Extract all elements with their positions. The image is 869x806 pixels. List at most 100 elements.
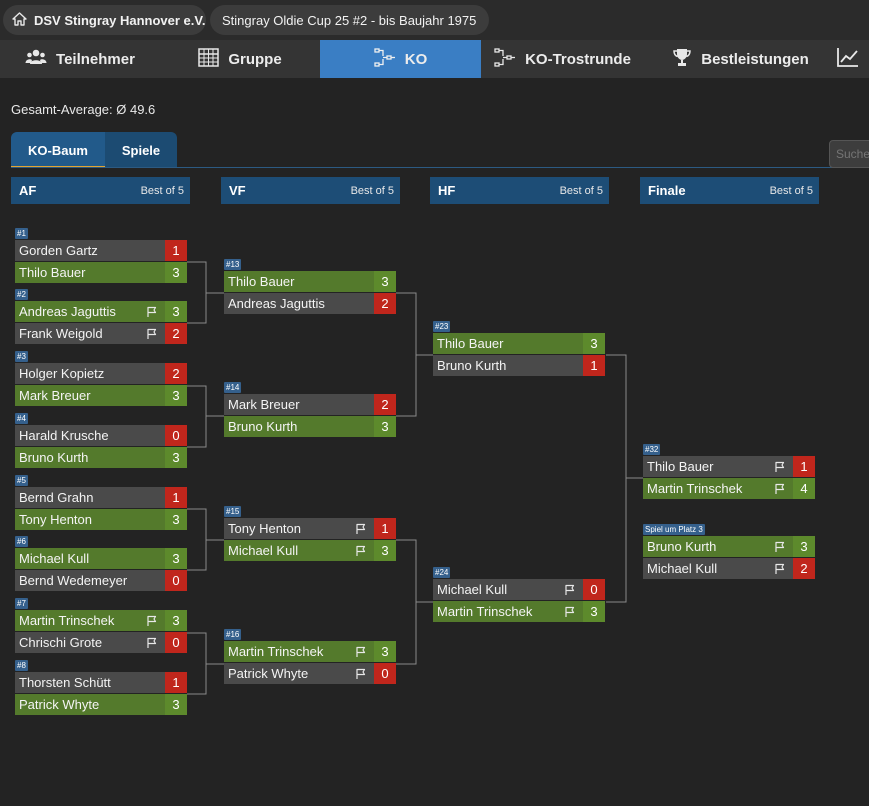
tab-teilnehmer[interactable]: Teilnehmer <box>0 40 160 78</box>
breadcrumb-club[interactable]: DSV Stingray Hannover e.V. <box>3 5 206 35</box>
flag-icon <box>774 483 788 495</box>
tab-ko-trostrunde[interactable]: KO-Trostrunde <box>481 40 644 78</box>
tab-bestleistungen[interactable]: Bestleistungen <box>644 40 837 78</box>
top-bar: DSV Stingray Hannover e.V. Stingray Oldi… <box>0 0 869 40</box>
breadcrumb-tournament[interactable]: Stingray Oldie Cup 25 #2 - bis Baujahr 1… <box>210 5 489 35</box>
tab-label: KO <box>404 50 428 68</box>
player-name: Andreas Jaguttis <box>19 304 116 319</box>
loser-row[interactable]: Chrischi Grote 0 <box>15 632 187 653</box>
round-header-vf: VF Best of 5 <box>221 177 400 204</box>
trophy-icon <box>672 47 701 71</box>
player-score: 3 <box>374 416 396 437</box>
round-format: Best of 5 <box>140 184 184 197</box>
tab-statistics[interactable] <box>837 40 869 78</box>
winner-row[interactable]: Thilo Bauer 3 <box>224 271 396 292</box>
flag-icon <box>564 584 578 596</box>
search-input[interactable] <box>829 140 869 168</box>
flag-icon <box>146 615 160 627</box>
match-number: #1 <box>15 228 28 239</box>
player-score: 1 <box>165 240 187 261</box>
player-name: Thilo Bauer <box>647 459 714 474</box>
match-number: #32 <box>643 444 661 455</box>
home-icon <box>12 11 27 29</box>
tab-label: Gruppe <box>228 50 282 68</box>
round-format: Best of 5 <box>769 184 813 197</box>
player-name: Thilo Bauer <box>228 274 295 289</box>
player-name: Andreas Jaguttis <box>228 296 325 311</box>
tab-ko[interactable]: KO <box>320 40 481 78</box>
tab-label: Bestleistungen <box>701 50 809 68</box>
tab-divider <box>11 167 869 168</box>
player-name: Martin Trinschek <box>19 613 115 628</box>
loser-row[interactable]: Gorden Gartz 1 <box>15 240 187 261</box>
player-score: 2 <box>374 293 396 314</box>
player-score: 2 <box>374 394 396 415</box>
player-score: 2 <box>165 323 187 344</box>
match-number: #2 <box>15 289 28 300</box>
tab-spiele[interactable]: Spiele <box>105 132 177 168</box>
player-name: Harald Krusche <box>19 428 109 443</box>
round-name: Finale <box>648 183 686 198</box>
player-name: Thilo Bauer <box>19 265 86 280</box>
player-name: Bruno Kurth <box>437 358 507 373</box>
match-number: Spiel um Platz 3 <box>643 524 705 535</box>
winner-row[interactable]: Andreas Jaguttis 3 <box>15 301 187 322</box>
flag-icon <box>146 637 160 649</box>
bracket-icon <box>374 47 405 71</box>
player-score: 0 <box>583 579 605 600</box>
chart-line-icon <box>837 47 868 71</box>
player-score: 3 <box>165 301 187 322</box>
match-number: #8 <box>15 660 28 671</box>
player-score: 3 <box>374 271 396 292</box>
player-name: Chrischi Grote <box>19 635 103 650</box>
player-score: 3 <box>583 333 605 354</box>
match-number: #15 <box>224 506 242 517</box>
player-name: Frank Weigold <box>19 326 103 341</box>
player-name: Tony Henton <box>19 512 92 527</box>
player-name: Patrick Whyte <box>228 666 309 681</box>
flag-icon <box>564 606 578 618</box>
loser-row[interactable]: Frank Weigold 2 <box>15 323 187 344</box>
player-name: Gorden Gartz <box>19 243 98 258</box>
main-nav: Teilnehmer Gruppe KO KO-Trostrunde Bestl… <box>0 40 869 78</box>
match-number: #6 <box>15 536 28 547</box>
tournament-name: Stingray Oldie Cup 25 #2 - bis Baujahr 1… <box>222 12 477 28</box>
tab-gruppe[interactable]: Gruppe <box>160 40 320 78</box>
loser-row[interactable]: Andreas Jaguttis 2 <box>224 293 396 314</box>
view-tabs: KO-Baum Spiele <box>11 132 177 168</box>
flag-icon <box>774 563 788 575</box>
match-number: #23 <box>433 321 451 332</box>
tab-ko-baum[interactable]: KO-Baum <box>11 132 105 168</box>
round-name: HF <box>438 183 456 198</box>
player-score: 0 <box>165 632 187 653</box>
match-number: #7 <box>15 598 28 609</box>
player-name: Mark Breuer <box>19 388 91 403</box>
